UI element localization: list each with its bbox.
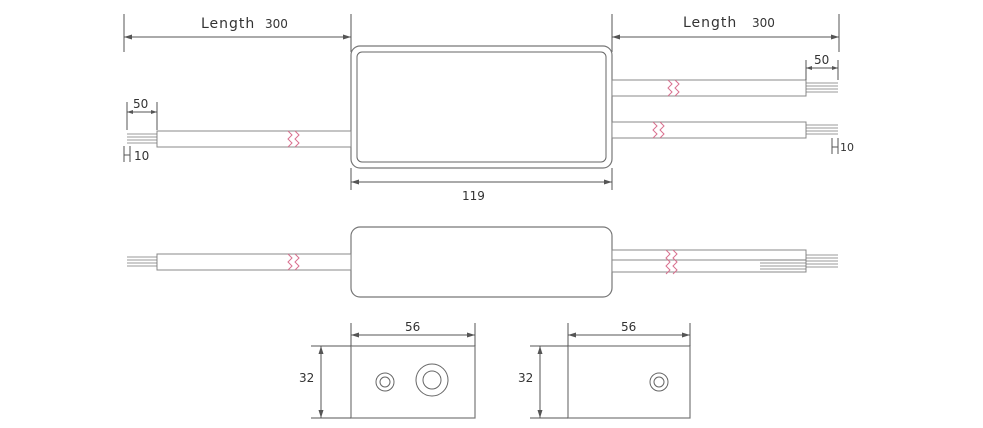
wire-end-right-label: 10 (840, 141, 854, 154)
right-upper-cable-top (611, 79, 838, 97)
strip-left-dimension: 50 (126, 97, 158, 130)
end-view-left-height-dimension: 32 (299, 345, 351, 419)
end-view-right: 56 32 (518, 320, 691, 419)
right-cables-side (611, 249, 838, 275)
length-left-dimension: Length 300 (123, 14, 352, 52)
end-view-right-width-label: 56 (621, 320, 636, 334)
end-view-right-body (567, 345, 691, 419)
right-lower-cable-top (611, 121, 838, 139)
end-view-right-width-dimension: 56 (567, 320, 691, 346)
wire-end-right-dimension: 10 (831, 138, 854, 154)
wire-end-left-dimension: 10 (123, 146, 149, 163)
left-cable-side (127, 253, 352, 271)
end-view-left-width-label: 56 (405, 320, 420, 334)
left-wire-ends (127, 133, 157, 144)
cable-gland-large-icon (415, 363, 449, 397)
end-view-right-height-dimension: 32 (518, 345, 568, 419)
controller-body-top (350, 45, 613, 169)
cable-gland-icon (649, 372, 669, 392)
body-length-label: 119 (462, 189, 485, 203)
strip-right-label: 50 (814, 53, 829, 67)
wire-end-left-label: 10 (134, 149, 149, 163)
length-left-word: Length (201, 16, 255, 32)
strip-left-label: 50 (133, 97, 148, 111)
side-view (127, 226, 838, 298)
end-view-left: 56 32 (299, 320, 476, 419)
end-view-left-height-label: 32 (299, 371, 314, 385)
strip-right-dimension: 50 (805, 53, 839, 80)
end-view-right-height-label: 32 (518, 371, 533, 385)
length-right-value: 300 (752, 16, 775, 30)
controller-body-side (350, 226, 613, 298)
length-right-dimension: Length 300 (611, 14, 840, 52)
body-length-dimension: 119 (350, 168, 613, 203)
cable-gland-small-icon (375, 372, 395, 392)
end-view-left-body (350, 345, 476, 419)
length-left-value: 300 (265, 17, 288, 31)
left-cable-top (127, 130, 352, 148)
top-view: Length 300 Length 300 (123, 14, 854, 203)
length-right-word: Length (683, 15, 737, 31)
end-view-left-width-dimension: 56 (350, 320, 476, 346)
